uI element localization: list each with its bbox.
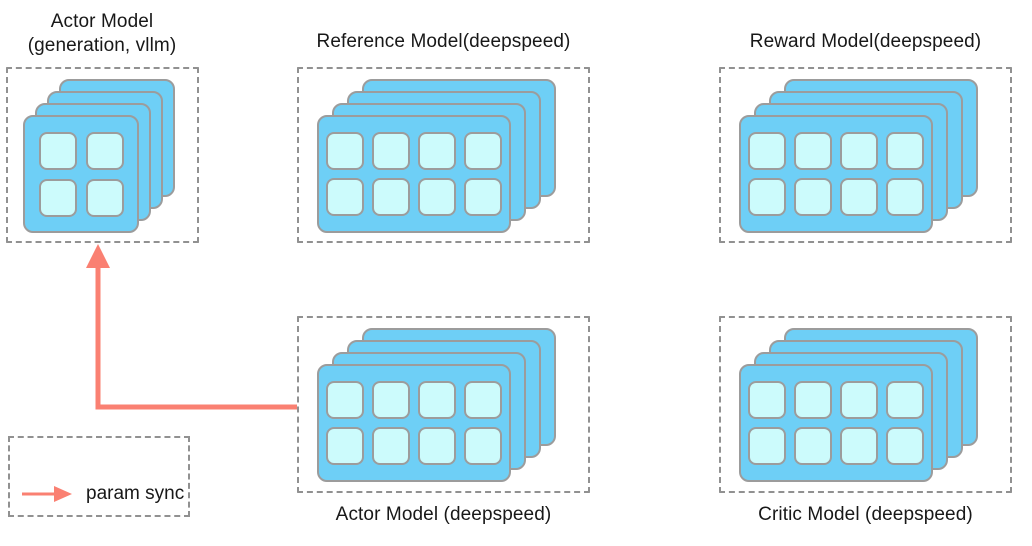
card-cell <box>326 427 364 465</box>
card-cell <box>748 132 786 170</box>
card-cell <box>748 381 786 419</box>
param-sync-path <box>95 262 297 410</box>
card-stack-actor-vllm <box>8 69 197 241</box>
card-cell <box>794 178 832 216</box>
card-layer-1 <box>317 364 511 482</box>
card-stack-actor-deepspeed <box>299 318 588 491</box>
group-title-critic-deepspeed: Critic Model (deepspeed) <box>758 504 973 525</box>
card-cell <box>840 132 878 170</box>
card-cell <box>886 381 924 419</box>
card-cell <box>886 132 924 170</box>
card-cell <box>418 427 456 465</box>
card-cell <box>886 427 924 465</box>
card-stack-reward-deepspeed <box>721 69 1010 241</box>
card-cell <box>418 132 456 170</box>
card-stack-critic-deepspeed <box>721 318 1010 491</box>
card-cell <box>38 131 77 170</box>
card-cell <box>794 427 832 465</box>
card-cell <box>464 427 502 465</box>
card-cell <box>794 132 832 170</box>
card-cell <box>840 178 878 216</box>
legend-item-param-sync: param sync <box>20 483 184 505</box>
card-cell <box>85 131 124 170</box>
group-title-reference-deepspeed: Reference Model(deepspeed) <box>316 31 571 52</box>
group-title-actor-deepspeed: Actor Model (deepspeed) <box>335 504 552 525</box>
card-cell <box>326 178 364 216</box>
card-cell <box>326 132 364 170</box>
card-layer-1 <box>23 115 139 233</box>
param-sync-arrowhead-icon <box>86 244 110 268</box>
card-cell <box>372 178 410 216</box>
group-box-actor-vllm <box>6 67 199 243</box>
group-box-reward-deepspeed <box>719 67 1012 243</box>
card-cell <box>326 381 364 419</box>
card-stack-reference-deepspeed <box>299 69 588 241</box>
card-cell <box>372 427 410 465</box>
card-cell <box>38 178 77 217</box>
card-cell <box>85 178 124 217</box>
card-cell <box>418 178 456 216</box>
arrow-right-icon <box>22 486 72 502</box>
card-layer-1 <box>739 364 933 482</box>
card-cell <box>886 178 924 216</box>
card-cell <box>794 381 832 419</box>
card-cell <box>372 132 410 170</box>
legend-label-param-sync: param sync <box>86 483 185 504</box>
card-cell <box>748 427 786 465</box>
group-title-actor-vllm: Actor Model (generation, vllm) <box>27 11 177 56</box>
card-cell <box>418 381 456 419</box>
card-cell <box>464 381 502 419</box>
card-cell <box>748 178 786 216</box>
card-cell <box>372 381 410 419</box>
group-box-reference-deepspeed <box>297 67 590 243</box>
group-title-reward-deepspeed: Reward Model(deepspeed) <box>749 31 982 52</box>
group-box-critic-deepspeed <box>719 316 1012 493</box>
card-layer-1 <box>317 115 511 233</box>
card-cell <box>840 381 878 419</box>
legend-box: param sync <box>8 436 190 517</box>
card-cell <box>840 427 878 465</box>
card-cell <box>464 178 502 216</box>
group-box-actor-deepspeed <box>297 316 590 493</box>
card-cell <box>464 132 502 170</box>
card-layer-1 <box>739 115 933 233</box>
